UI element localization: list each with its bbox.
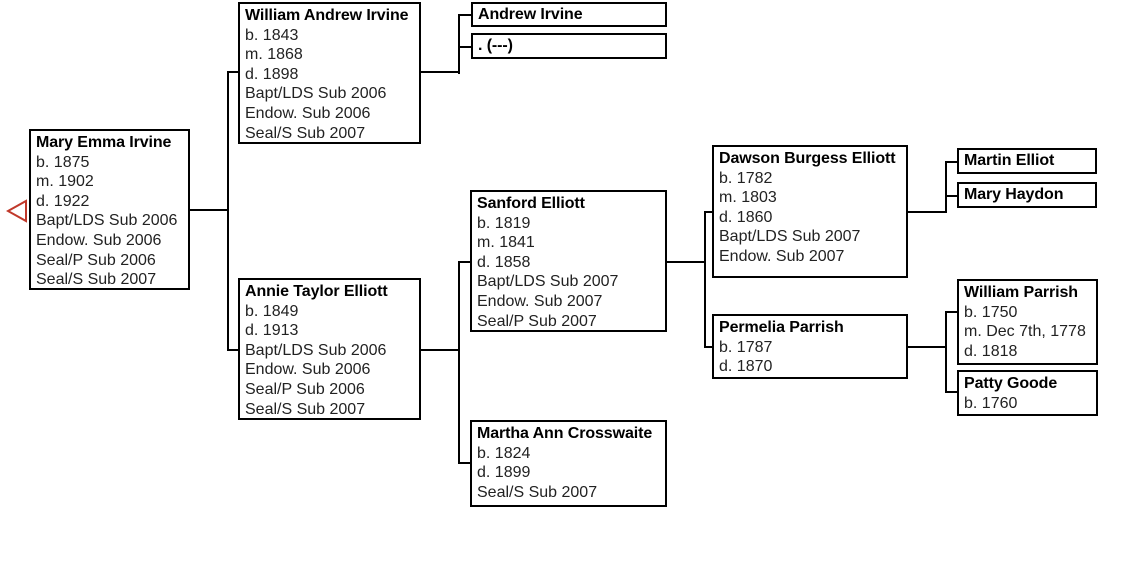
person-fact: Endow. Sub 2006 xyxy=(245,104,371,122)
connector-line xyxy=(945,161,947,213)
person-box-martha-ann-crosswaite[interactable]: Martha Ann Crosswaite b. 1824 d. 1899 Se… xyxy=(470,420,667,507)
person-name: Mary Emma Irvine xyxy=(36,134,172,151)
person-fact: b. 1787 xyxy=(719,338,773,356)
connector-line xyxy=(704,211,706,348)
person-name: Martin Elliot xyxy=(964,152,1055,169)
person-name: William Parrish xyxy=(964,284,1078,301)
connector-line xyxy=(227,349,241,351)
person-box-dawson-burgess-elliott[interactable]: Dawson Burgess Elliott b. 1782 m. 1803 d… xyxy=(712,145,908,278)
triangle-left-icon xyxy=(5,199,27,223)
person-box-mary-haydon[interactable]: Mary Haydon xyxy=(957,182,1097,208)
person-name: Annie Taylor Elliott xyxy=(245,283,388,300)
person-fact: Endow. Sub 2006 xyxy=(36,231,162,249)
person-fact: d. 1899 xyxy=(477,464,531,482)
person-name: Andrew Irvine xyxy=(478,6,583,23)
person-fact: b. 1824 xyxy=(477,444,531,462)
selected-person-pointer[interactable] xyxy=(5,199,28,223)
connector-line xyxy=(458,462,472,464)
person-name: Patty Goode xyxy=(964,375,1058,392)
connector-line xyxy=(945,161,959,163)
person-fact: Endow. Sub 2007 xyxy=(719,247,845,265)
person-fact: Endow. Sub 2007 xyxy=(477,292,603,310)
connector-line xyxy=(666,261,706,263)
person-fact: d. 1913 xyxy=(245,322,299,340)
person-fact: m. 1902 xyxy=(36,173,94,191)
person-fact: b. 1875 xyxy=(36,153,90,171)
person-fact: Bapt/LDS Sub 2006 xyxy=(245,85,387,103)
person-name: . (---) xyxy=(478,37,513,54)
person-fact: Bapt/LDS Sub 2006 xyxy=(245,341,387,359)
person-fact: b. 1843 xyxy=(245,26,299,44)
person-fact: Bapt/LDS Sub 2007 xyxy=(719,228,861,246)
person-fact: Seal/P Sub 2006 xyxy=(36,251,156,269)
person-fact: d. 1898 xyxy=(245,65,299,83)
connector-line xyxy=(458,14,472,16)
connector-line xyxy=(907,211,947,213)
connector-line xyxy=(945,195,959,197)
person-fact: d. 1818 xyxy=(964,342,1018,360)
connector-line xyxy=(420,349,460,351)
person-fact: Seal/S Sub 2007 xyxy=(477,483,598,501)
person-box-mary-emma-irvine[interactable]: Mary Emma Irvine b. 1875 m. 1902 d. 1922… xyxy=(29,129,190,290)
person-fact: Seal/P Sub 2006 xyxy=(245,380,365,398)
person-fact: d. 1860 xyxy=(719,208,773,226)
person-box-unknown-spouse[interactable]: . (---) xyxy=(471,33,667,59)
connector-line xyxy=(458,46,472,48)
connector-line xyxy=(907,346,947,348)
person-fact: Seal/P Sub 2007 xyxy=(477,312,597,330)
person-name: Dawson Burgess Elliott xyxy=(719,150,896,167)
person-name: William Andrew Irvine xyxy=(245,7,409,24)
person-box-patty-goode[interactable]: Patty Goode b. 1760 xyxy=(957,370,1098,416)
person-name: Sanford Elliott xyxy=(477,195,585,212)
person-box-permelia-parrish[interactable]: Permelia Parrish b. 1787 d. 1870 xyxy=(712,314,908,379)
connector-line xyxy=(945,311,947,393)
connector-line xyxy=(420,71,460,73)
person-box-annie-taylor-elliott[interactable]: Annie Taylor Elliott b. 1849 d. 1913 Bap… xyxy=(238,278,421,420)
person-fact: Bapt/LDS Sub 2006 xyxy=(36,212,178,230)
connector-line xyxy=(458,261,460,464)
person-fact: d. 1870 xyxy=(719,358,773,376)
person-fact: m. Dec 7th, 1778 xyxy=(964,323,1086,341)
person-fact: Seal/S Sub 2007 xyxy=(245,124,366,142)
connector-line xyxy=(704,346,718,348)
connector-line xyxy=(945,311,959,313)
connector-line xyxy=(458,14,460,74)
person-box-martin-elliot[interactable]: Martin Elliot xyxy=(957,148,1097,174)
person-fact: b. 1760 xyxy=(964,394,1018,412)
connector-line xyxy=(458,261,472,263)
person-fact: d. 1922 xyxy=(36,192,90,210)
person-name: Martha Ann Crosswaite xyxy=(477,425,653,442)
person-fact: Endow. Sub 2006 xyxy=(245,361,371,379)
person-box-william-andrew-irvine[interactable]: William Andrew Irvine b. 1843 m. 1868 d.… xyxy=(238,2,421,144)
person-box-sanford-elliott[interactable]: Sanford Elliott b. 1819 m. 1841 d. 1858 … xyxy=(470,190,667,332)
person-fact: b. 1782 xyxy=(719,169,773,187)
connector-line xyxy=(189,209,229,211)
connector-line xyxy=(227,71,241,73)
person-fact: b. 1750 xyxy=(964,303,1018,321)
person-fact: m. 1803 xyxy=(719,189,777,207)
person-fact: Seal/S Sub 2007 xyxy=(36,271,157,289)
person-name: Mary Haydon xyxy=(964,186,1064,203)
person-fact: Bapt/LDS Sub 2007 xyxy=(477,273,619,291)
person-box-andrew-irvine[interactable]: Andrew Irvine xyxy=(471,2,667,27)
person-fact: m. 1868 xyxy=(245,46,303,64)
person-fact: d. 1858 xyxy=(477,253,531,271)
person-fact: m. 1841 xyxy=(477,234,535,252)
connector-line xyxy=(704,211,718,213)
person-box-william-parrish[interactable]: William Parrish b. 1750 m. Dec 7th, 1778… xyxy=(957,279,1098,365)
person-fact: b. 1819 xyxy=(477,214,531,232)
connector-line xyxy=(227,71,229,351)
person-fact: Seal/S Sub 2007 xyxy=(245,400,366,418)
person-name: Permelia Parrish xyxy=(719,319,844,336)
connector-line xyxy=(945,391,959,393)
person-fact: b. 1849 xyxy=(245,302,299,320)
